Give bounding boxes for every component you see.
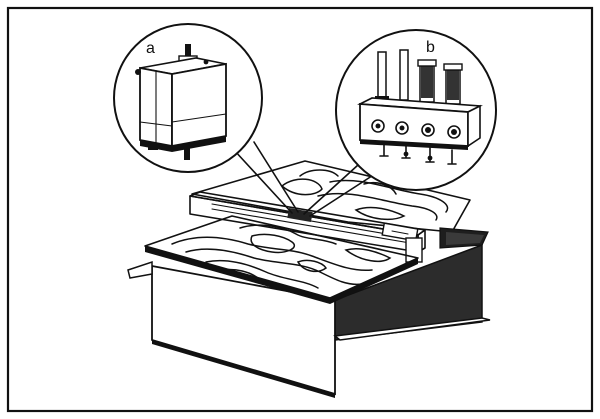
single-pen-holder-icon	[135, 44, 227, 160]
detail-b-label: b	[426, 39, 435, 56]
detail-circle-b: b	[335, 29, 497, 191]
multi-pen-turret-icon	[357, 49, 483, 165]
gantry-arm	[189, 191, 426, 263]
flatbed-plotter-icon	[127, 160, 491, 398]
back-board-contours	[280, 169, 449, 221]
leader-lines	[233, 141, 379, 217]
front-board-contours	[171, 224, 392, 289]
detail-circle-a: a	[113, 23, 263, 173]
detail-a-label: a	[146, 40, 155, 57]
